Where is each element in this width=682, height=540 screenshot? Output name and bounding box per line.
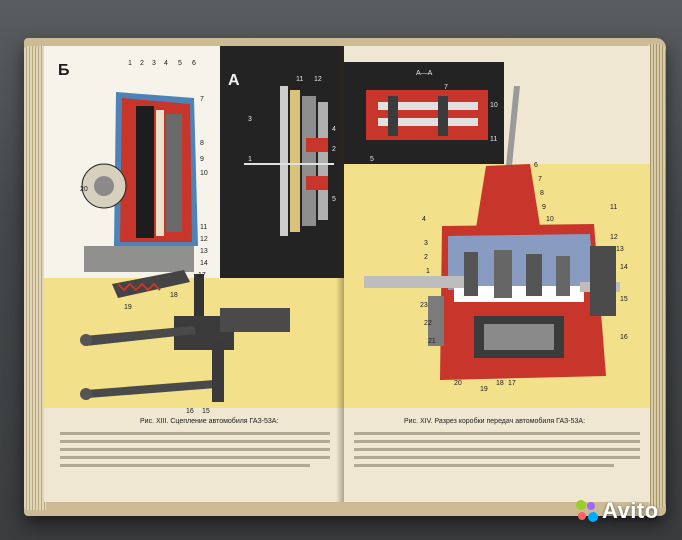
caption-text-line xyxy=(354,432,640,435)
callout-7: 7 xyxy=(538,176,542,183)
book-page-edges-right xyxy=(648,44,666,508)
callout-17: 17 xyxy=(198,272,206,279)
callout-a-3: 3 xyxy=(248,116,252,123)
figure-a-letter: А xyxy=(228,72,240,89)
callout-b-2: 2 xyxy=(140,60,144,67)
callout-b-10: 10 xyxy=(200,170,208,177)
callout-4: 4 xyxy=(422,216,426,223)
callout-aa-7: 7 xyxy=(444,84,448,91)
callout-aa-10: 10 xyxy=(490,102,498,109)
avito-wordmark: Avito xyxy=(602,498,659,523)
right-page: А—А 7 10 11 5 6 7 8 9 10 11 12 13 14 15 … xyxy=(344,46,650,502)
callout-a-2: 2 xyxy=(332,146,336,153)
callout-b-11: 11 xyxy=(200,224,208,231)
callout-b-7: 7 xyxy=(200,96,204,103)
gearbox-drawing xyxy=(364,86,620,380)
callout-2: 2 xyxy=(424,254,428,261)
callout-9: 9 xyxy=(542,204,546,211)
figure-14-caption: Рис. XIV. Разрез коробки передач автомоб… xyxy=(404,418,586,425)
caption-text-line xyxy=(60,440,330,443)
caption-text-line xyxy=(354,440,640,443)
callout-b-6: 6 xyxy=(192,60,196,67)
callout-15: 15 xyxy=(620,296,628,303)
section-label: А—А xyxy=(416,70,433,77)
caption-text-line xyxy=(354,456,640,459)
callout-21: 21 xyxy=(428,338,436,345)
clutch-drawing xyxy=(80,86,334,402)
caption-text-line xyxy=(60,448,330,451)
callout-16: 16 xyxy=(620,334,628,341)
callout-b-5: 5 xyxy=(178,60,182,67)
callout-a-11: 11 xyxy=(296,76,304,83)
callout-b-13: 13 xyxy=(200,248,208,255)
callout-19: 19 xyxy=(480,386,488,393)
caption-text-line xyxy=(60,464,310,467)
callout-15: 15 xyxy=(202,408,210,415)
callout-19: 19 xyxy=(124,304,132,311)
avito-watermark: Avito xyxy=(576,498,659,524)
callout-11: 11 xyxy=(610,204,618,211)
callout-3: 3 xyxy=(424,240,428,247)
callout-20: 20 xyxy=(454,380,462,387)
callout-aa-11: 11 xyxy=(490,136,498,143)
callout-b-20: 20 xyxy=(80,186,88,193)
callout-a-4: 4 xyxy=(332,126,336,133)
callout-b-3: 3 xyxy=(152,60,156,67)
caption-text-line xyxy=(60,456,330,459)
book-page-edges-left xyxy=(24,46,46,510)
callout-a-5: 5 xyxy=(332,196,336,203)
callout-10: 10 xyxy=(546,216,554,223)
callout-b-4: 4 xyxy=(164,60,168,67)
callout-1: 1 xyxy=(426,268,430,275)
callout-a-1: 1 xyxy=(248,156,252,163)
callout-b-1: 1 xyxy=(128,60,132,67)
callout-23: 23 xyxy=(420,302,428,309)
callout-6: 6 xyxy=(534,162,538,169)
figure-b-letter: Б xyxy=(58,62,70,79)
caption-text-line xyxy=(60,432,330,435)
callout-8: 8 xyxy=(540,190,544,197)
figure-13-caption: Рис. XIII. Сцепление автомобиля ГАЗ-53А: xyxy=(140,418,279,425)
callout-b-8: 8 xyxy=(200,140,204,147)
callout-13: 13 xyxy=(616,246,624,253)
callout-a-12: 12 xyxy=(314,76,322,83)
caption-text-line xyxy=(354,448,640,451)
caption-text-line xyxy=(354,464,614,467)
callout-18: 18 xyxy=(170,292,178,299)
callout-22: 22 xyxy=(424,320,432,327)
callout-17: 17 xyxy=(508,380,516,387)
callout-12: 12 xyxy=(610,234,618,241)
callout-b-12: 12 xyxy=(200,236,208,243)
callout-b-14: 14 xyxy=(200,260,208,267)
avito-logo-icon xyxy=(576,500,598,522)
callout-aa-5: 5 xyxy=(370,156,374,163)
left-page: Б А 1 2 3 4 5 6 7 8 9 10 11 12 13 14 20 … xyxy=(44,46,344,502)
callout-14: 14 xyxy=(620,264,628,271)
callout-16: 16 xyxy=(186,408,194,415)
callout-b-9: 9 xyxy=(200,156,204,163)
callout-18: 18 xyxy=(496,380,504,387)
